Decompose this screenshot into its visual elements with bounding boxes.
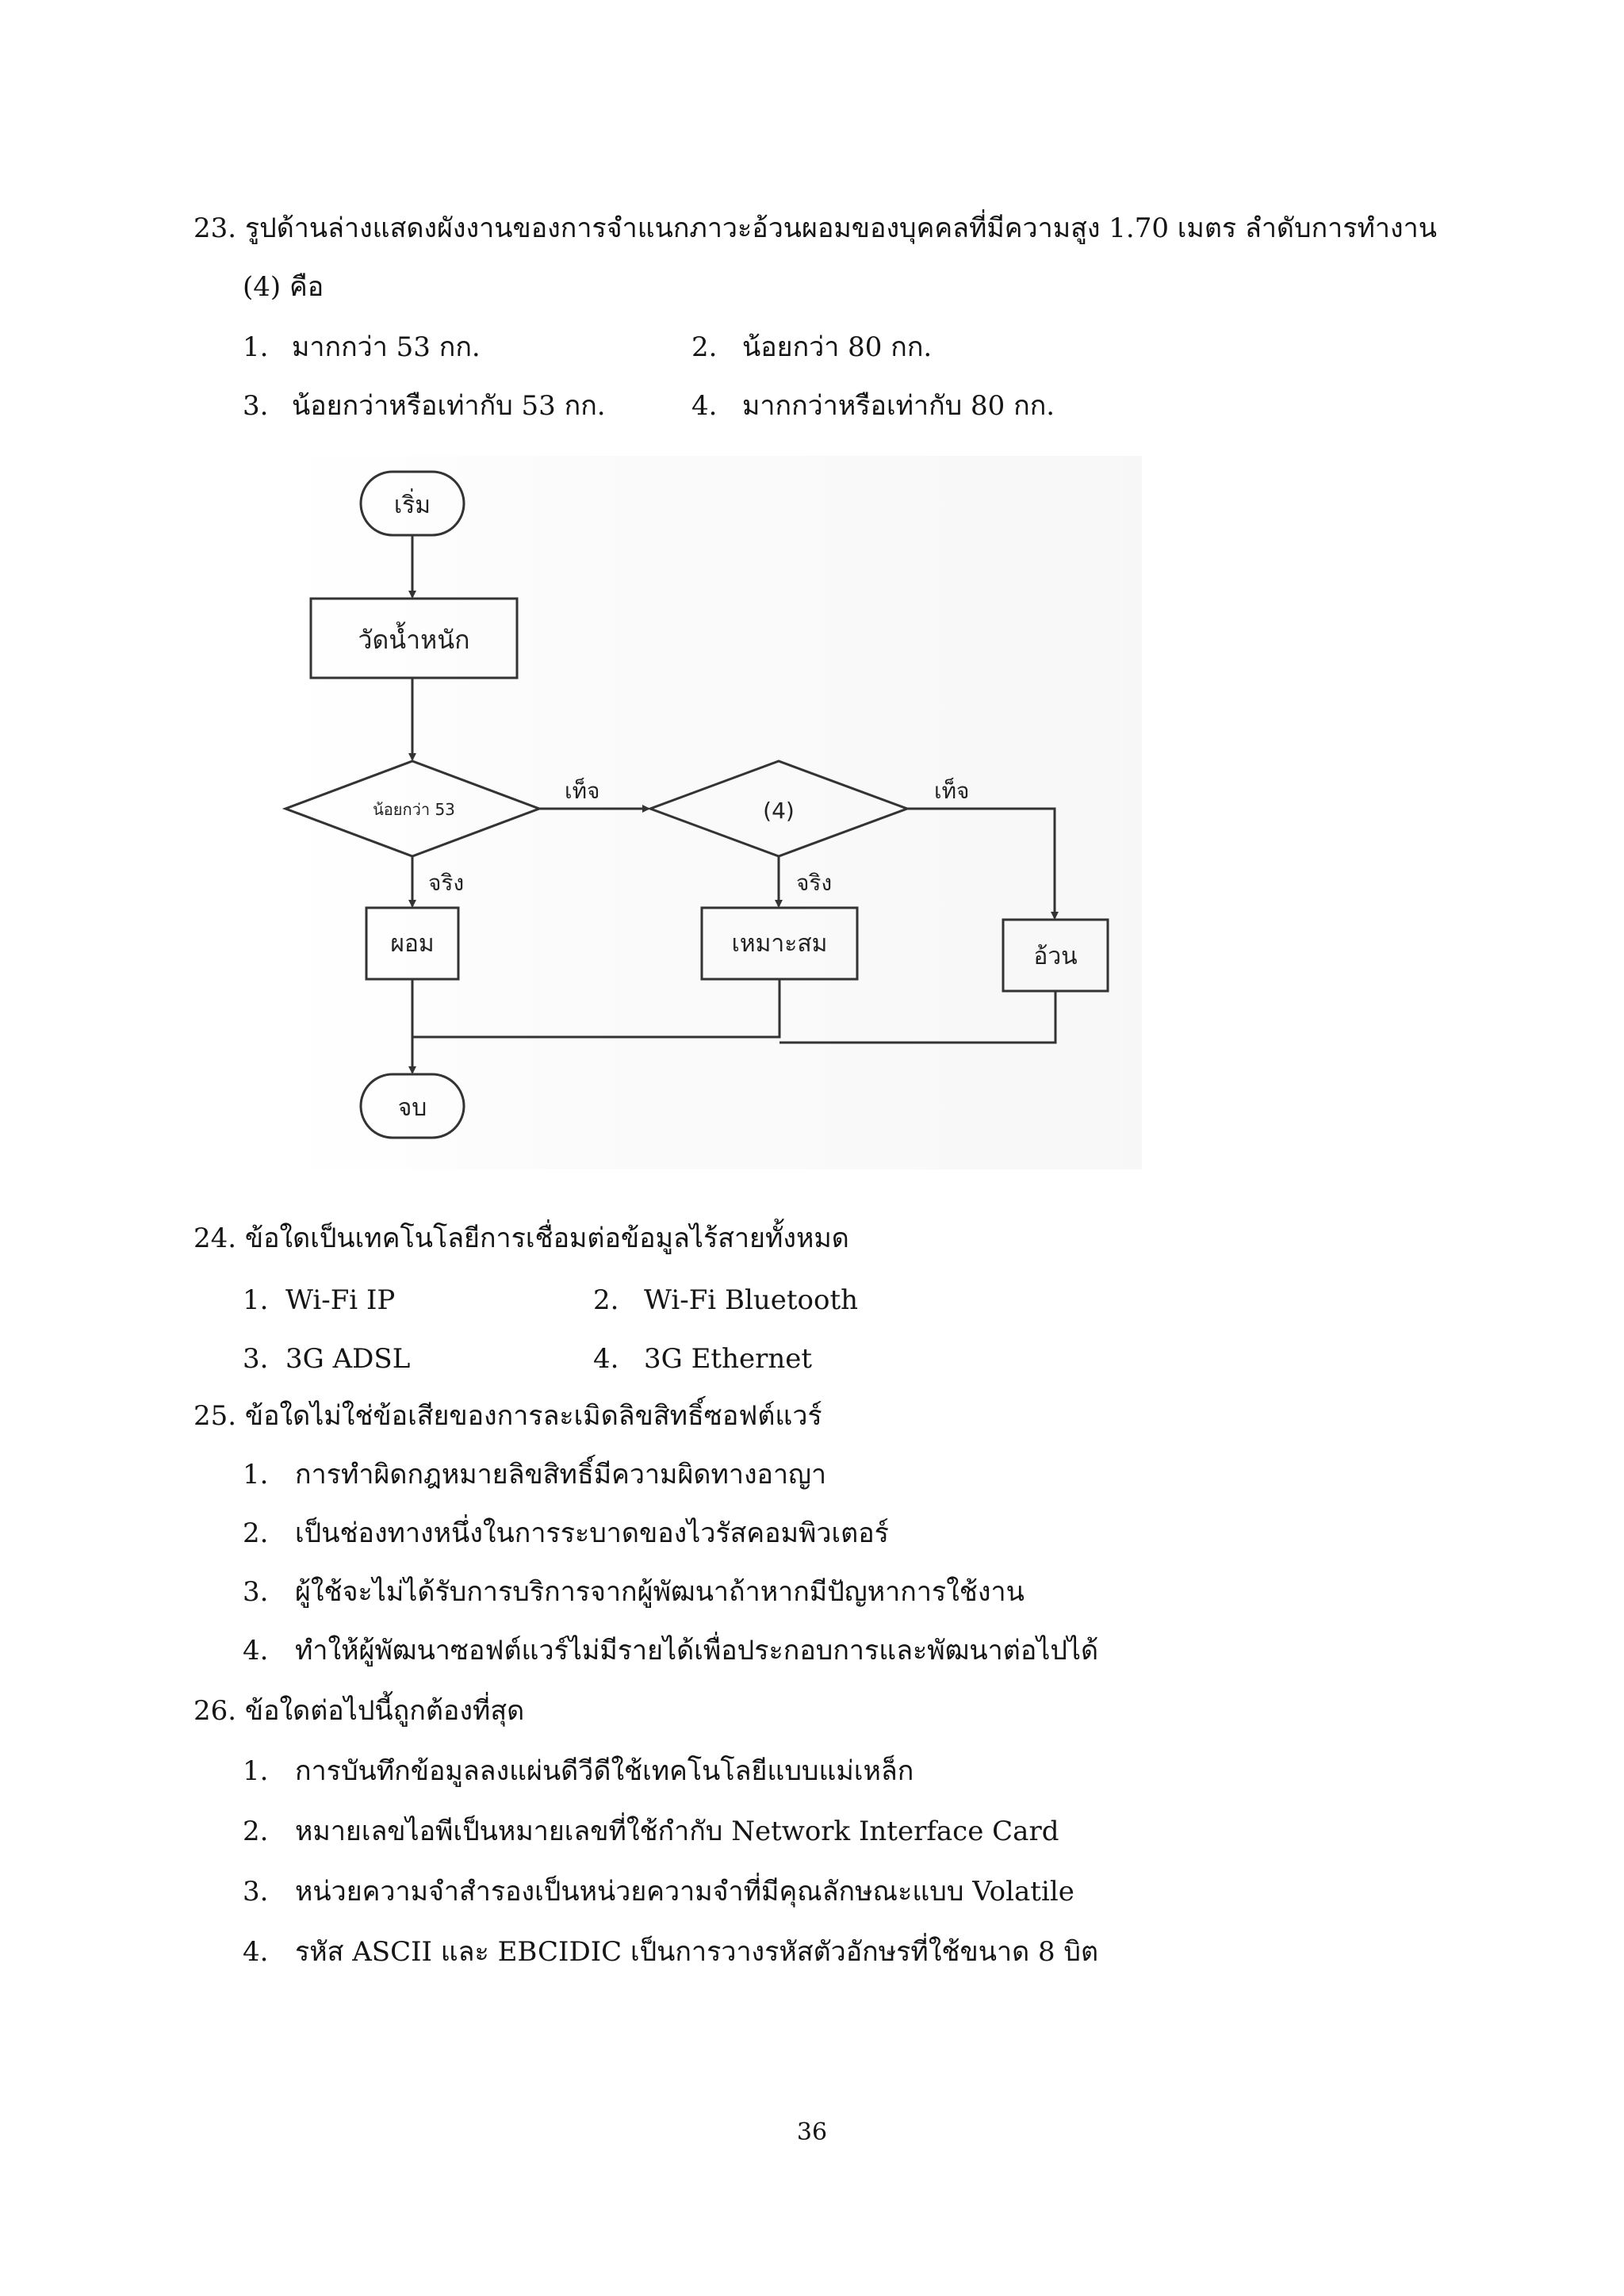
- option-number: 3.: [243, 1576, 269, 1608]
- option-number: 2.: [691, 331, 718, 363]
- option-text: ผู้ใช้จะไม่ได้รับการบริการจากผู้พัฒนาถ้า…: [295, 1576, 1025, 1608]
- true-label-2: จริง: [796, 870, 832, 896]
- question-23-stem: 23. รูปด้านล่างแสดงผังงานของการจำแนกภาวะ…: [193, 212, 1437, 244]
- line-fat-merge: [779, 991, 1057, 1044]
- end-terminal: [359, 1073, 465, 1139]
- option-number: 3.: [243, 390, 269, 422]
- question-23-stem-continued: (4) คือ: [243, 271, 324, 303]
- question-24-stem: 24. ข้อใดเป็นเทคโนโลยีการเชื่อมต่อข้อมูล…: [193, 1223, 849, 1254]
- option-text: หมายเลขไอพีเป็นหมายเลขที่ใช้กำกับ Networ…: [295, 1816, 1059, 1847]
- option-text: มากกว่าหรือเท่ากับ 80 กก.: [742, 390, 1055, 422]
- arrow-decision2-false: [907, 807, 1059, 920]
- option-number: 2.: [593, 1284, 619, 1316]
- option-text: ทำให้ผู้พัฒนาซอฟต์แวร์ไม่มีรายได้เพื่อปร…: [295, 1635, 1099, 1667]
- weigh-process-box: [309, 597, 519, 679]
- option-text: การบันทึกข้อมูลลงแผ่นดีวีดีใช้เทคโนโลยีแ…: [295, 1755, 914, 1787]
- option-number: 4.: [691, 390, 718, 422]
- option-text: น้อยกว่า 80 กก.: [742, 331, 933, 363]
- option-number: 3.: [243, 1876, 269, 1908]
- option-text: น้อยกว่าหรือเท่ากับ 53 กก.: [292, 390, 606, 422]
- option-number: 2.: [243, 1816, 269, 1847]
- decision-1-label: น้อยกว่า 53: [373, 800, 455, 819]
- thin-result-label: ผอม: [390, 930, 434, 958]
- option-number: 1.: [243, 331, 269, 363]
- line-suitable-merge: [412, 979, 781, 1039]
- suitable-result-label: เหมาะสม: [732, 930, 828, 958]
- option-number: 4.: [243, 1635, 269, 1667]
- option-text: การทำผิดกฎหมายลิขสิทธิ์มีความผิดทางอาญา: [295, 1459, 827, 1490]
- option-text: รหัส ASCII และ EBCIDIC เป็นการวางรหัสตัว…: [295, 1936, 1099, 1968]
- option-text: 3G Ethernet: [644, 1343, 813, 1375]
- option-text: 3G ADSL: [285, 1343, 411, 1375]
- option-text: มากกว่า 53 กก.: [292, 331, 481, 363]
- option-text: หน่วยความจำสำรองเป็นหน่วยความจำที่มีคุณล…: [295, 1876, 1074, 1908]
- false-label-1: เท็จ: [565, 777, 599, 804]
- option-number: 4.: [243, 1936, 269, 1968]
- option-number: 2.: [243, 1517, 269, 1549]
- start-label: เริ่ม: [394, 488, 431, 519]
- fat-result-label: อ้วน: [1033, 943, 1077, 970]
- false-label-2: เท็จ: [934, 777, 969, 804]
- option-number: 3.: [243, 1343, 269, 1375]
- flowchart-diagram: เริ่ม วัดน้ำหนัก น้อยกว่า 53 เท็จ จริง (…: [270, 456, 1142, 1169]
- option-number: 1.: [243, 1284, 269, 1316]
- option-text: Wi-Fi Bluetooth: [644, 1284, 859, 1316]
- option-text: Wi-Fi IP: [285, 1284, 396, 1316]
- decision-2-label: (4): [763, 798, 795, 824]
- weigh-process-label: วัดน้ำหนัก: [358, 622, 470, 655]
- option-number: 1.: [243, 1755, 269, 1787]
- question-26-stem: 26. ข้อใดต่อไปนี้ถูกต้องที่สุด: [193, 1695, 525, 1727]
- option-number: 1.: [243, 1459, 269, 1490]
- page-number: 36: [796, 2118, 828, 2146]
- end-label: จบ: [398, 1094, 427, 1122]
- scan-background: [270, 456, 1142, 1169]
- question-25-stem: 25. ข้อใดไม่ใช่ข้อเสียของการละเมิดลิขสิท…: [193, 1400, 822, 1432]
- option-text: เป็นช่องทางหนึ่งในการระบาดของไวรัสคอมพิว…: [295, 1517, 889, 1549]
- option-number: 4.: [593, 1343, 619, 1375]
- true-label-1: จริง: [428, 870, 464, 896]
